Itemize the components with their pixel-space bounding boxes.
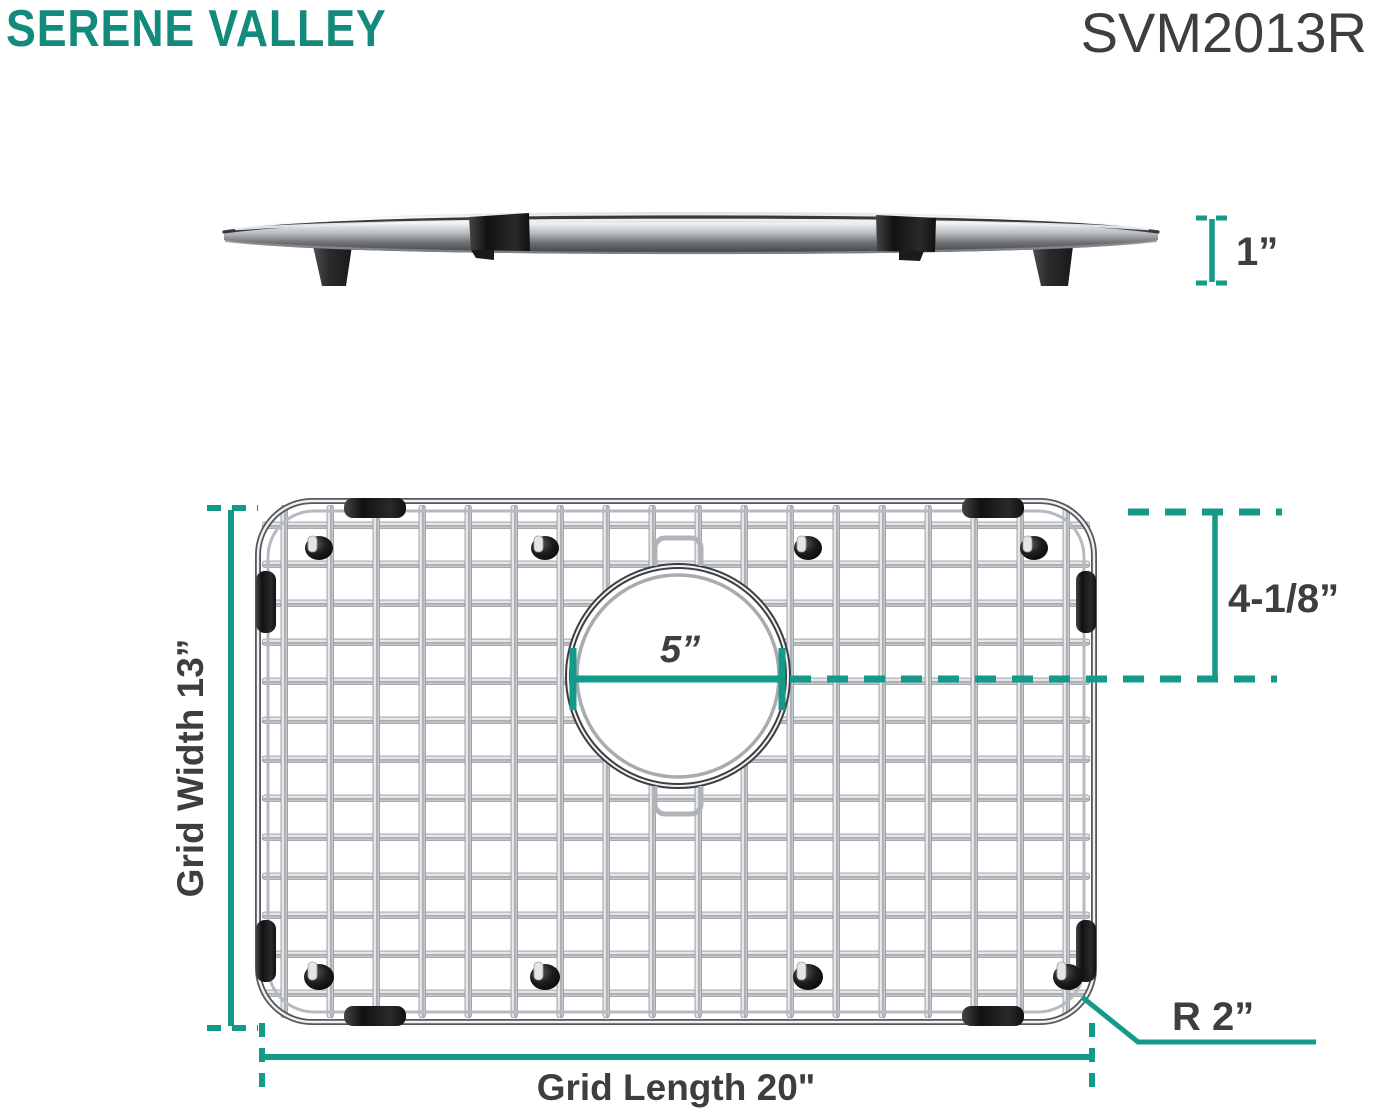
bumper-right-bottom: [1076, 920, 1096, 982]
side-view-foot-right: [1032, 246, 1073, 286]
side-view-bumper-left: [469, 213, 530, 260]
edge-bumpers: [256, 498, 1096, 1026]
bumper-top-left: [344, 498, 406, 518]
top-plan-view: 5” 4-1/8” Grid Width 13” Grid Length 2: [170, 498, 1339, 1108]
drain-opening: [565, 535, 791, 817]
brand-logo: SERENE VALLEY: [6, 0, 387, 58]
bumper-bottom-right: [962, 1006, 1024, 1026]
dimension-drain-offset: 4-1/8”: [1128, 508, 1339, 678]
grid-outer-frame: [255, 498, 1097, 1025]
model-number: SVM2013R: [1080, 1, 1367, 64]
bumper-bottom-left: [344, 1006, 406, 1026]
bumper-right-top: [1076, 571, 1096, 633]
rubber-feet-bottom: [304, 961, 1083, 990]
mesh-horizontal-wires: [262, 521, 1090, 997]
dimension-grid-length: Grid Length 20": [259, 1023, 1095, 1108]
rubber-feet-top: [305, 535, 1048, 560]
corner-radius-label: R 2”: [1172, 995, 1254, 1039]
side-view-foot-left: [313, 246, 352, 286]
dimension-corner-radius: R 2”: [1080, 995, 1316, 1045]
dimension-grid-width: Grid Width 13”: [170, 505, 258, 1031]
drain-diameter-label: 5”: [660, 629, 700, 671]
dimension-height: 1”: [1196, 215, 1278, 286]
bumper-left-top: [256, 571, 276, 633]
side-profile-view: 1”: [222, 212, 1278, 286]
dimension-drain-diameter: 5”: [569, 629, 1277, 710]
grid-width-label: Grid Width 13”: [170, 639, 211, 898]
bumper-top-right: [962, 498, 1024, 518]
height-label: 1”: [1236, 230, 1278, 274]
side-view-bumper-right: [876, 215, 936, 261]
radius-leader-line: [1080, 995, 1316, 1045]
wire-mesh: [262, 505, 1090, 1018]
bumper-left-bottom: [256, 920, 276, 982]
side-view-rod: [222, 212, 1160, 255]
grid-length-label: Grid Length 20": [537, 1067, 816, 1108]
drain-offset-label: 4-1/8”: [1228, 577, 1339, 621]
